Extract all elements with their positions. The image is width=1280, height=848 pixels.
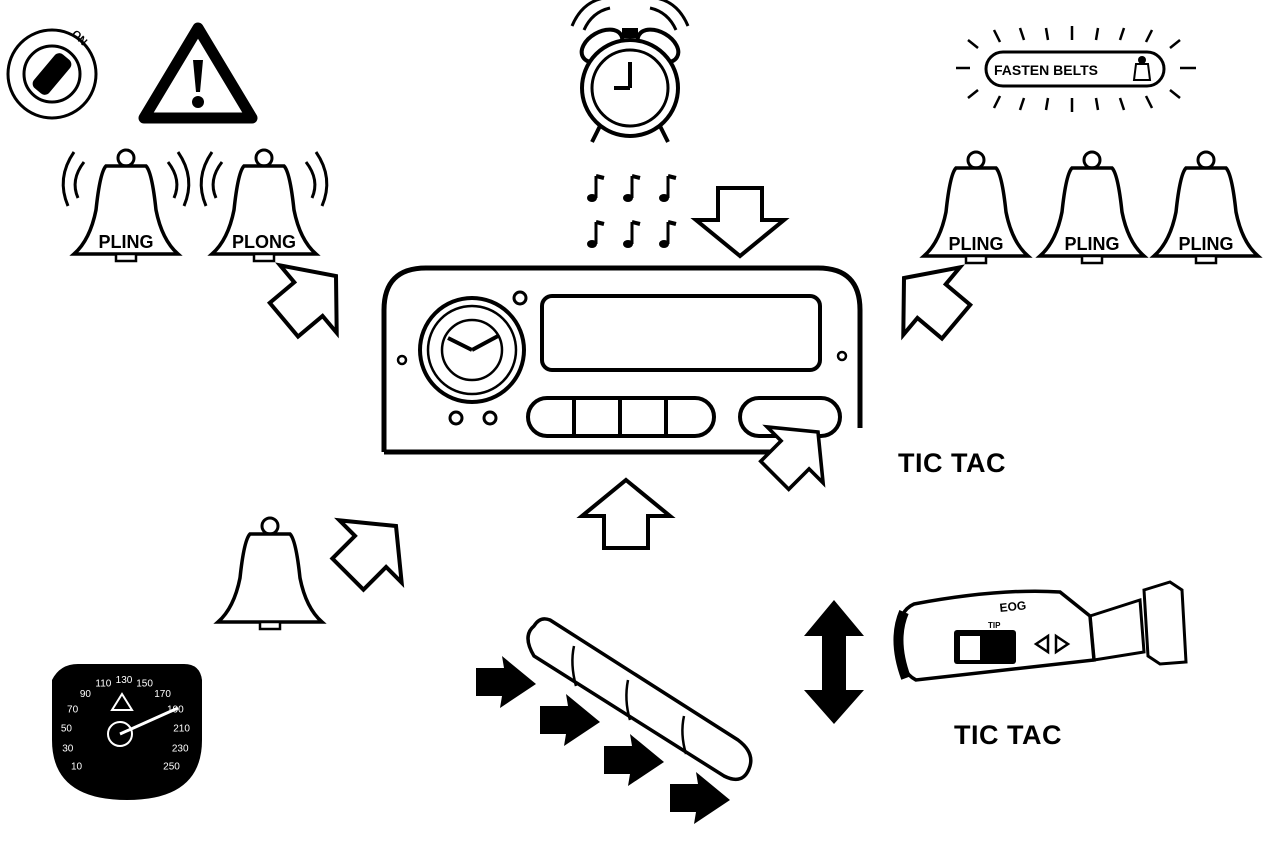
speedometer-tick-label: 250 bbox=[163, 762, 180, 773]
solid-arrow-1-icon bbox=[476, 656, 536, 708]
speedometer-icon: 1030507090110130150170190210230250 bbox=[52, 664, 202, 800]
bell-right-2-label: PLING bbox=[1064, 234, 1119, 254]
bell-pling-right-2-icon: PLING bbox=[1038, 150, 1146, 265]
ignition-key-icon: ON bbox=[6, 28, 98, 120]
speedometer-tick-label: 230 bbox=[172, 744, 189, 755]
instrument-unit bbox=[381, 265, 863, 455]
speedometer-tick-label: 150 bbox=[136, 679, 153, 690]
speedometer-tick-label: 90 bbox=[80, 689, 92, 700]
fasten-belts-sign: FASTEN BELTS bbox=[956, 26, 1196, 112]
alarm-clock-icon bbox=[570, 0, 690, 143]
warning-triangle-icon bbox=[138, 22, 258, 124]
speedometer-tick-label: 70 bbox=[67, 705, 79, 716]
up-down-arrow-icon bbox=[804, 600, 864, 724]
arrow-up-icon bbox=[580, 478, 672, 550]
solid-arrow-4-icon bbox=[670, 772, 730, 824]
display-screen bbox=[540, 294, 822, 372]
speedometer-tick-label: 210 bbox=[173, 724, 190, 735]
bell-pling-right-3-icon: PLING bbox=[1152, 150, 1260, 265]
solid-arrow-2-icon bbox=[540, 694, 600, 746]
bell-left-1-label: PLING bbox=[98, 232, 153, 252]
bell-pling-left-icon: PLING bbox=[61, 148, 191, 263]
arrow-down-icon bbox=[694, 186, 786, 258]
speedometer-tick-label: 130 bbox=[116, 675, 133, 686]
speedometer-tick-label: 30 bbox=[62, 744, 74, 755]
fasten-belts-label: FASTEN BELTS bbox=[994, 62, 1098, 78]
speedometer-tick-label: 10 bbox=[71, 762, 83, 773]
analog-clock-icon bbox=[418, 296, 526, 404]
bell-plain-icon bbox=[216, 516, 324, 631]
bell-pling-right-1-icon: PLING bbox=[922, 150, 1030, 265]
tic-tac-label-bottom: TIC TAC bbox=[954, 720, 1062, 750]
bell-left-2-label: PLONG bbox=[232, 232, 296, 252]
stalk-top-label: EOG bbox=[999, 598, 1027, 615]
bell-plong-icon: PLONG bbox=[199, 148, 329, 263]
light-bar-icon bbox=[526, 617, 753, 782]
stalk-switch-label: TIP bbox=[988, 621, 1001, 630]
music-notes-icon bbox=[585, 174, 678, 250]
speedometer-tick-label: 110 bbox=[95, 679, 111, 690]
tic-tac-label-top: TIC TAC bbox=[898, 448, 1006, 478]
bell-right-3-label: PLING bbox=[1178, 234, 1233, 254]
speedometer-tick-label: 50 bbox=[61, 724, 73, 735]
indicator-stalk-icon: EOG TIP bbox=[893, 580, 1188, 682]
solid-arrow-3-icon bbox=[604, 734, 664, 786]
speedometer-tick-label: 170 bbox=[154, 689, 171, 700]
bell-right-1-label: PLING bbox=[948, 234, 1003, 254]
arrow-from-lower-left-icon bbox=[317, 495, 427, 605]
